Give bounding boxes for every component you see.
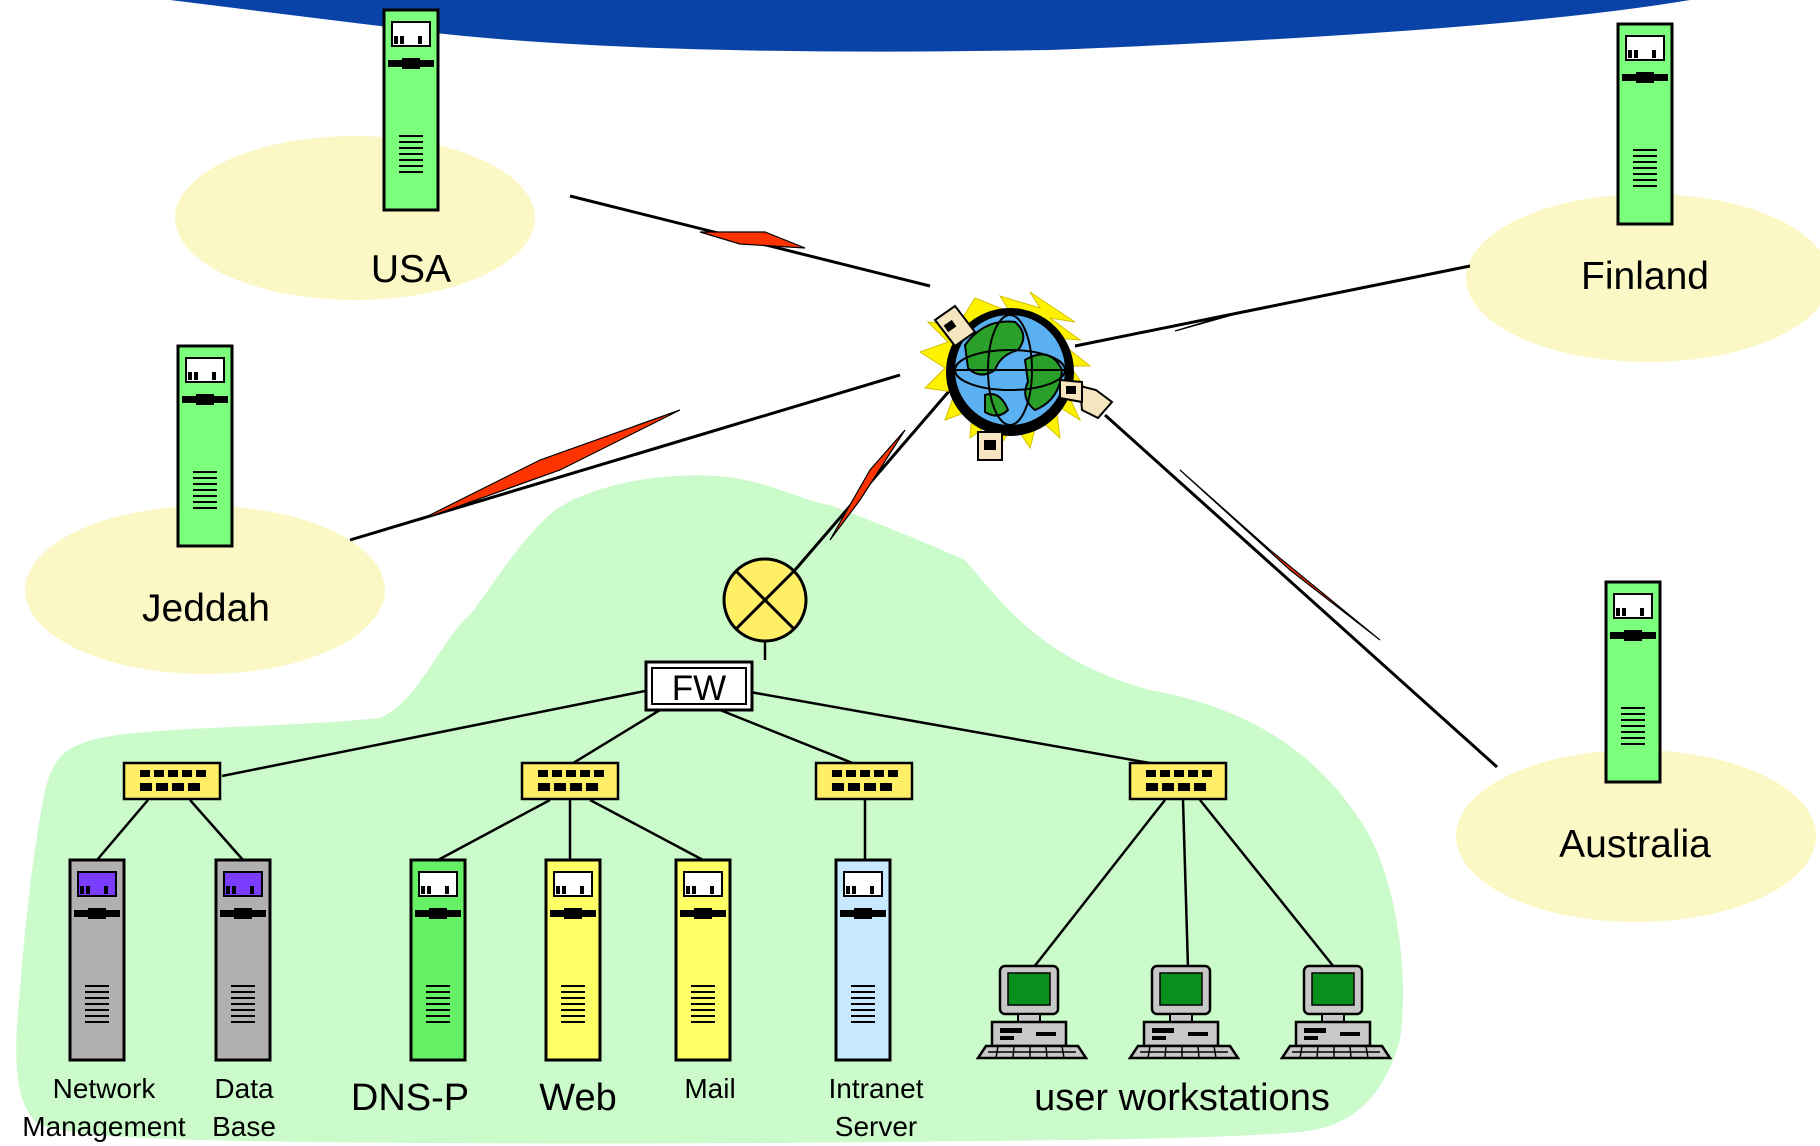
wan-link-finland — [1074, 264, 1471, 348]
router-icon — [722, 557, 808, 643]
firewall-label: FW — [672, 669, 726, 708]
switch-icon-workstations — [1128, 761, 1228, 801]
server-icon-usa — [382, 8, 440, 212]
label-base: Base — [212, 1111, 276, 1142]
site-bubble-australia — [1456, 750, 1816, 922]
server-icon-australia — [1604, 580, 1662, 784]
firewall-box: FW — [644, 660, 754, 712]
site-label-finland: Finland — [1581, 255, 1709, 298]
server-icon-finland — [1616, 22, 1674, 226]
server-icon-network-management — [68, 858, 126, 1062]
site-bubble-jeddah — [25, 506, 385, 674]
label-server: Server — [835, 1111, 917, 1142]
label-management: Management — [22, 1111, 186, 1142]
label-intranet: Intranet — [829, 1073, 924, 1104]
site-bubble-usa — [175, 136, 535, 300]
wan-link-router — [793, 389, 952, 571]
switch-icon-intranet — [814, 761, 914, 801]
lan-links — [96, 632, 1339, 973]
server-icon-dns — [409, 858, 467, 1062]
site-label-jeddah: Jeddah — [142, 587, 270, 630]
switch-icon-dmz — [520, 761, 620, 801]
site-label-australia: Australia — [1559, 823, 1711, 866]
label-user-workstations: user workstations — [1034, 1077, 1330, 1119]
server-icon-web — [544, 858, 602, 1062]
site-label-usa: USA — [371, 248, 451, 291]
label-web: Web — [539, 1077, 616, 1119]
server-icon-data-base — [214, 858, 272, 1062]
switch-icon-management — [122, 761, 222, 801]
label-mail: Mail — [684, 1073, 735, 1104]
wan-link-australia — [1103, 413, 1499, 769]
label-network: Network — [53, 1073, 157, 1104]
label-dns: DNS-P — [351, 1077, 469, 1119]
label-data: Data — [214, 1073, 274, 1104]
wan-link-usa — [569, 194, 931, 288]
site-bubble-finland — [1466, 194, 1820, 362]
wan-link-jeddah — [349, 373, 901, 542]
server-icon-jeddah — [176, 344, 234, 548]
server-icon-intranet — [834, 858, 892, 1062]
globe-icon — [918, 291, 1114, 461]
header-banner — [170, 0, 1690, 52]
server-icon-mail — [674, 858, 732, 1062]
